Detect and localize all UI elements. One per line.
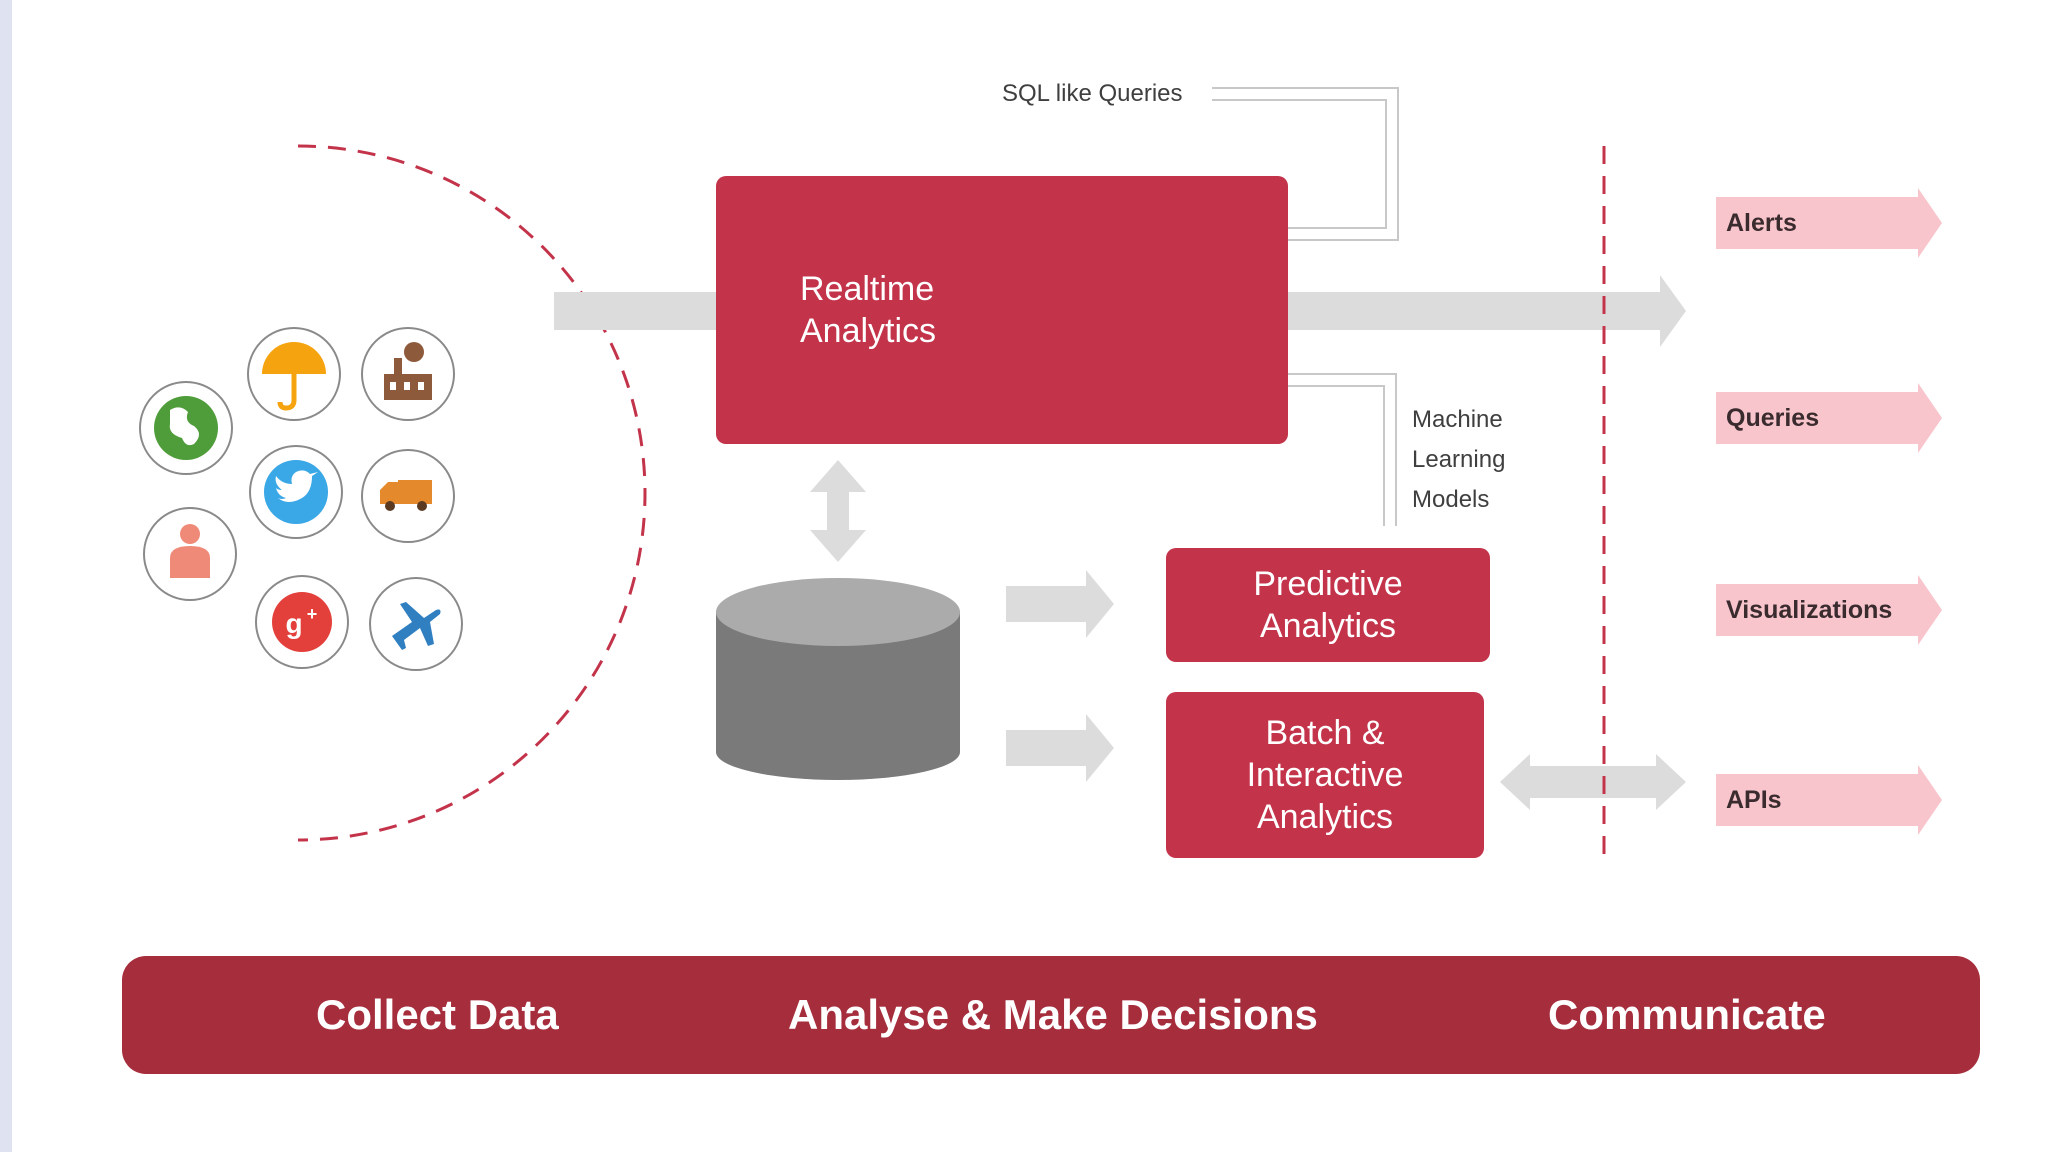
airplane-icon [369, 577, 463, 671]
output-arrow-apis [1716, 765, 1942, 835]
realtime-analytics-label: Realtime Analytics [800, 270, 937, 350]
db-double-arrow [810, 460, 866, 562]
person-icon [143, 507, 237, 601]
database-icon [716, 578, 960, 780]
sql-connector-inner [1212, 99, 1387, 229]
realtime-output-arrow [1258, 275, 1686, 347]
output-arrow-visualizations [1716, 575, 1942, 645]
ml-connector [1276, 373, 1397, 526]
svg-text:+: + [307, 604, 318, 624]
ml-connector-inner [1276, 385, 1385, 526]
realtime-analytics-box: Realtime Analytics [716, 176, 1288, 444]
sources-boundary-arc [297, 144, 647, 842]
output-arrow-alerts [1716, 188, 1942, 258]
output-queries: Queries [1726, 404, 1820, 432]
db-to-predictive-arrow [1006, 570, 1114, 638]
batch-apis-double-arrow [1500, 754, 1686, 810]
umbrella-icon [247, 327, 341, 421]
globe-icon [139, 381, 233, 475]
output-apis: APIs [1726, 786, 1782, 814]
ml-models-label: Machine Learning Models [1412, 406, 1506, 513]
factory-icon [361, 327, 455, 421]
sql-connector [1212, 87, 1399, 241]
predictive-analytics-box: Predictive Analytics [1166, 548, 1490, 662]
batch-analytics-label: Batch & Interactive Analytics [1246, 714, 1404, 836]
step-collect-data: Collect Data [316, 991, 559, 1038]
sql-queries-label: SQL like Queries [1002, 80, 1183, 107]
google-plus-icon: g + [255, 575, 349, 669]
output-arrow-queries [1716, 383, 1942, 453]
output-alerts: Alerts [1726, 209, 1797, 237]
step-analyse: Analyse & Make Decisions [788, 991, 1318, 1038]
process-bar: Collect Data Analyse & Make Decisions Co… [122, 956, 1980, 1074]
truck-icon [361, 449, 455, 543]
db-to-batch-arrow [1006, 714, 1114, 782]
twitter-icon [249, 445, 343, 539]
step-communicate: Communicate [1548, 991, 1826, 1038]
batch-analytics-box: Batch & Interactive Analytics [1166, 692, 1484, 858]
predictive-analytics-label: Predictive Analytics [1253, 565, 1403, 645]
output-visualizations: Visualizations [1726, 596, 1893, 624]
left-edge-strip [0, 0, 12, 1152]
svg-text:g: g [285, 608, 302, 639]
